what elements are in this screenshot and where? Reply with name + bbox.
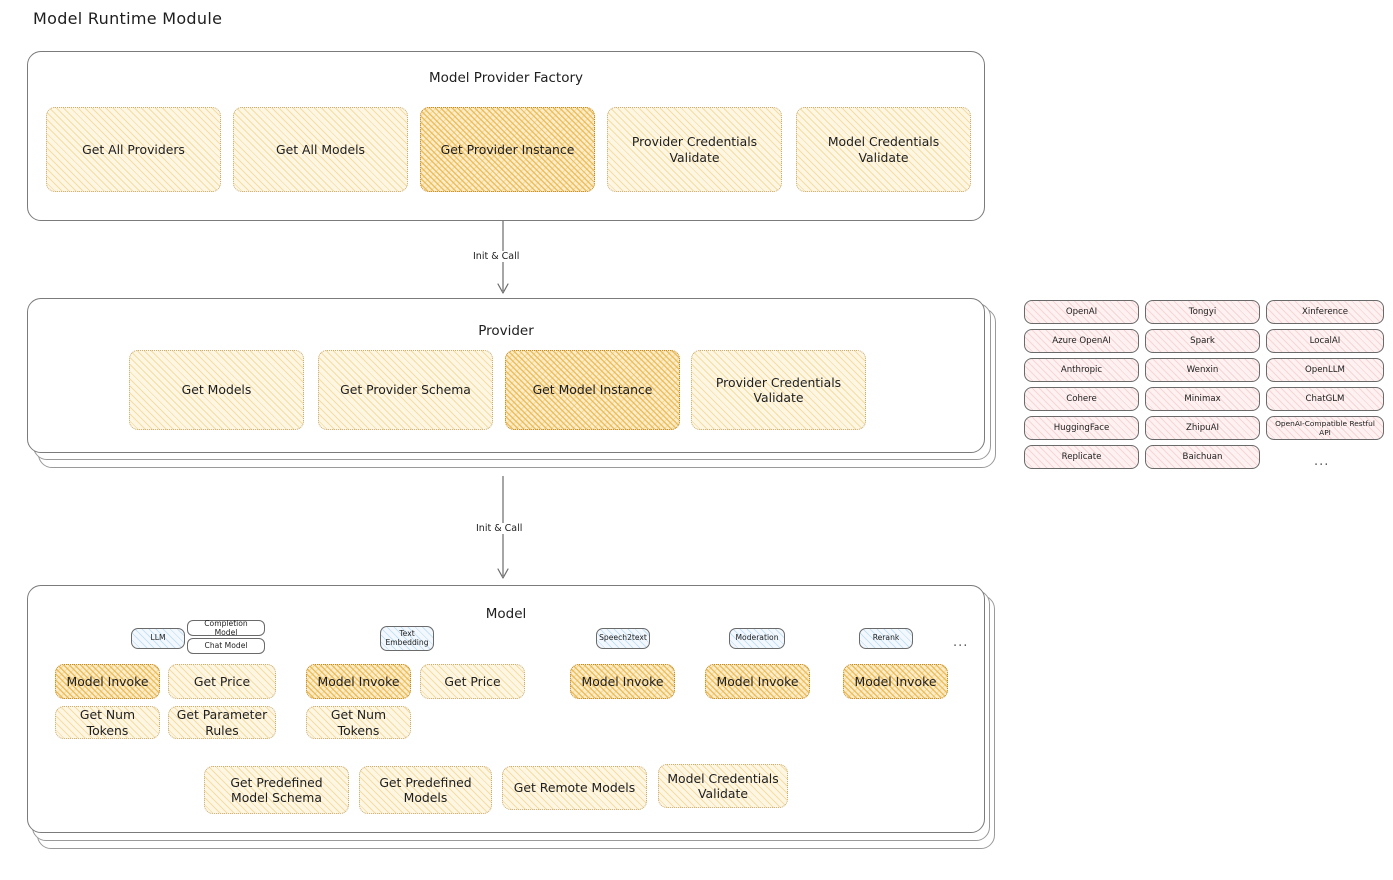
arrow-label-init-and-call-2: Init & Call [473,523,526,534]
rerank-method-model-invoke[interactable]: Model Invoke [843,664,948,699]
model-shared-method-get-predefined-model-schema[interactable]: Get Predefined Model Schema [204,766,349,814]
provider-container: Provider Get Models Get Provider Schema … [27,298,985,453]
provider-chip-xinference[interactable]: Xinference [1266,300,1384,324]
provider-chip-anthropic[interactable]: Anthropic [1024,358,1139,382]
provider-chip-spark[interactable]: Spark [1145,329,1260,353]
model-provider-factory-title: Model Provider Factory [428,70,583,86]
provider-chip-localai[interactable]: LocalAI [1266,329,1384,353]
provider-node-get-provider-schema[interactable]: Get Provider Schema [318,350,493,430]
factory-node-provider-credentials-validate[interactable]: Provider Credentials Validate [607,107,782,192]
provider-node-get-models[interactable]: Get Models [129,350,304,430]
model-type-chip-llm[interactable]: LLM [131,628,185,649]
model-type-chip-rerank[interactable]: Rerank [859,628,913,649]
provider-chip-tongyi[interactable]: Tongyi [1145,300,1260,324]
model-type-chip-text-embedding[interactable]: Text Embedding [380,626,434,651]
provider-chip-wenxin[interactable]: Wenxin [1145,358,1260,382]
model-type-sublabel-completion-model[interactable]: Completion Model [187,619,265,637]
provider-node-provider-credentials-validate[interactable]: Provider Credentials Validate [691,350,866,430]
provider-chip-baichuan[interactable]: Baichuan [1145,445,1260,469]
provider-chip-minimax[interactable]: Minimax [1145,387,1260,411]
provider-list-more: ... [1314,454,1330,469]
provider-chip-openai-compatible-restful-api[interactable]: OpenAI-Compatible Restful API [1266,416,1384,440]
model-shared-method-get-predefined-models[interactable]: Get Predefined Models [359,766,492,814]
model-type-chip-moderation[interactable]: Moderation [729,628,785,649]
llm-method-model-invoke[interactable]: Model Invoke [55,664,160,699]
model-type-sublabel-chat-model[interactable]: Chat Model [187,638,265,654]
moderation-method-model-invoke[interactable]: Model Invoke [705,664,810,699]
model-shared-method-model-credentials-validate[interactable]: Model Credentials Validate [658,764,788,808]
provider-chip-azure-openai[interactable]: Azure OpenAI [1024,329,1139,353]
text-embedding-method-get-num-tokens[interactable]: Get Num Tokens [306,706,411,739]
model-title: Model [485,606,527,622]
model-container: Model LLM Completion Model Chat Model Mo… [27,585,985,833]
factory-node-model-credentials-validate[interactable]: Model Credentials Validate [796,107,971,192]
provider-chip-chatglm[interactable]: ChatGLM [1266,387,1384,411]
arrow-label-init-and-call-1: Init & Call [470,251,523,262]
provider-chip-openai[interactable]: OpenAI [1024,300,1139,324]
provider-chip-huggingface[interactable]: HuggingFace [1024,416,1139,440]
text-embedding-method-model-invoke[interactable]: Model Invoke [306,664,411,699]
provider-chip-zhipuai[interactable]: ZhipuAI [1145,416,1260,440]
model-types-more: ... [953,635,969,650]
provider-list: OpenAI Azure OpenAI Anthropic Cohere Hug… [1024,300,1384,475]
provider-chip-cohere[interactable]: Cohere [1024,387,1139,411]
factory-node-get-provider-instance[interactable]: Get Provider Instance [420,107,595,192]
factory-node-get-all-providers[interactable]: Get All Providers [46,107,221,192]
factory-node-get-all-models[interactable]: Get All Models [233,107,408,192]
llm-method-get-num-tokens[interactable]: Get Num Tokens [55,706,160,739]
llm-method-get-parameter-rules[interactable]: Get Parameter Rules [168,706,276,739]
provider-chip-openllm[interactable]: OpenLLM [1266,358,1384,382]
llm-method-get-price[interactable]: Get Price [168,664,276,699]
model-shared-method-get-remote-models[interactable]: Get Remote Models [502,766,647,810]
speech2text-method-model-invoke[interactable]: Model Invoke [570,664,675,699]
page-title: Model Runtime Module [33,9,223,28]
text-embedding-method-get-price[interactable]: Get Price [420,664,525,699]
provider-node-get-model-instance[interactable]: Get Model Instance [505,350,680,430]
model-provider-factory-container: Model Provider Factory Get All Providers… [27,51,985,221]
provider-title: Provider [478,323,534,339]
model-type-chip-speech2text[interactable]: Speech2text [596,628,650,649]
provider-chip-replicate[interactable]: Replicate [1024,445,1139,469]
